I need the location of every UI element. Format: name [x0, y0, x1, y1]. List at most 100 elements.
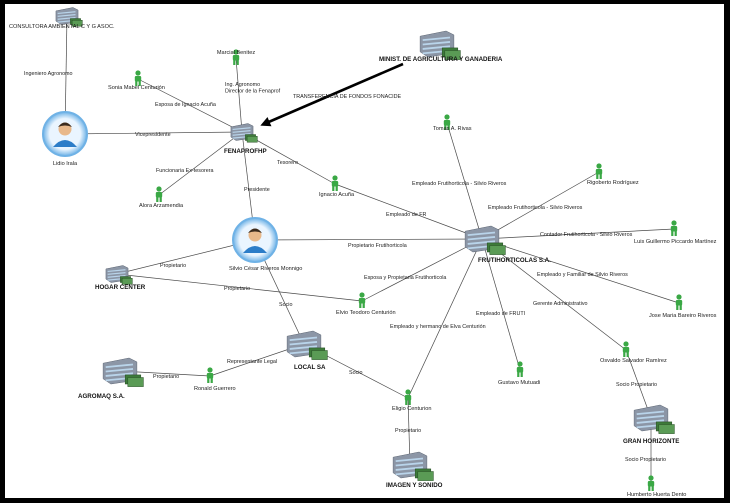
person-icon [516, 361, 524, 377]
node-sonia[interactable]: Sonia Mabel Centurión [108, 70, 165, 91]
node-frutihorticolas[interactable]: FRUTIHORTICOLAS S.A. [464, 225, 551, 264]
edge-label: Presidente [244, 187, 270, 193]
edge-line [481, 238, 680, 304]
person-icon [443, 114, 451, 130]
node-label: Lidio Irala [53, 161, 78, 167]
edge-label: Funcionaria Ex-tesorera [156, 168, 214, 174]
edge-line [481, 238, 627, 351]
money-icon [308, 347, 328, 360]
edge-line [407, 238, 483, 399]
edge-label: Empleado y hermano de Elva Centurión [390, 324, 486, 330]
person-icon [331, 175, 339, 191]
edge-line [158, 131, 243, 196]
edge-line [254, 238, 483, 241]
node-ignacio[interactable]: Ignacio Acuña [319, 175, 355, 198]
node-label: AGROMAQ S.A. [78, 393, 125, 400]
edge-hogar-elvio: Propietario [116, 273, 363, 302]
node-label: LOCAL SA [294, 364, 326, 371]
node-fenaprofhp[interactable]: FENAPROFHP [224, 123, 267, 156]
funding-arrow: TRANSFERENCIA DE FONDOS FONACIDE [260, 62, 404, 127]
edge-label: Gerente Administrativo [533, 301, 588, 307]
node-alora[interactable]: Alora Arzamendia [139, 186, 184, 209]
node-label: HOGAR CENTER [95, 284, 146, 291]
node-label: Osvaldo Salvador Ramírez [600, 358, 667, 364]
person-icon [595, 163, 603, 179]
node-label: Ignacio Acuña [319, 192, 355, 198]
node-elvio[interactable]: Elvio Teodoro Centurión [336, 292, 396, 316]
edge-line [481, 171, 600, 240]
avatar [42, 111, 88, 157]
edge-ignacio-frutihorticolas: Empleado de FR [334, 183, 483, 240]
node-jose[interactable]: Jose Maria Bareiro Riveros [649, 294, 717, 319]
node-consultora[interactable]: CONSULTORA AMBIENTAL C Y G ASOC. [9, 7, 115, 31]
edge-line [625, 349, 652, 419]
money-icon [655, 421, 675, 434]
node-silvio[interactable]: Silvio César Riveros Monnigo [229, 217, 302, 272]
edge-line [116, 239, 256, 275]
node-hogar[interactable]: HOGAR CENTER [95, 265, 146, 292]
funding-arrow-layer: TRANSFERENCIA DE FONDOS FONACIDE [260, 62, 404, 127]
node-imagen[interactable]: IMAGEN Y SONIDO [386, 451, 443, 489]
node-osvaldo[interactable]: Osvaldo Salvador Ramírez [600, 341, 667, 364]
node-label: Sonia Mabel Centurión [108, 85, 165, 91]
avatar [232, 217, 278, 263]
edge-label: Contador Frutihorticola - Silvio Riveros [540, 232, 633, 238]
node-label: GRAN HORIZONTE [623, 438, 679, 445]
node-agromaq[interactable]: AGROMAQ S.A. [78, 357, 144, 400]
edge-silvio-hogar: Propietario [116, 239, 256, 275]
node-label: Luis Guillermo Piccardo Martínez [634, 239, 717, 245]
edge-label: Propietario Frutihorticola [348, 243, 407, 249]
node-local[interactable]: LOCAL SA [286, 330, 328, 371]
edge-label: Esposa y Propietaria Frutihorticola [364, 275, 446, 281]
arrow-line [260, 62, 404, 127]
edge-label: Esposa de Ignacio Acuña [155, 102, 216, 108]
node-marcial[interactable]: Marcial Benitez [217, 49, 255, 65]
node-luis[interactable]: Luis Guillermo Piccardo Martínez [634, 220, 717, 245]
edge-elvio-frutihorticolas: Esposa y Propietaria Frutihorticola [361, 238, 483, 302]
edge-frutihorticolas-osvaldo: Gerente Administrativo [481, 238, 627, 351]
person-icon [404, 389, 412, 405]
money-icon [70, 18, 83, 27]
edge-label: Tesorero [277, 160, 298, 166]
person-icon [232, 49, 240, 65]
person-icon [675, 294, 683, 310]
node-label: MINIST. DE AGRICULTURA Y GANADERIA [379, 56, 503, 63]
edge-line [481, 228, 675, 240]
node-gran[interactable]: GRAN HORIZONTE [623, 404, 679, 445]
edge-osvaldo-gran: Socio Propietario [616, 349, 657, 419]
node-tomas[interactable]: Tomas A. Rivas [433, 114, 472, 132]
edge-label: Socio Propietario [616, 382, 657, 388]
node-ronald[interactable]: Ronald Guerrero [194, 367, 236, 392]
money-icon [441, 47, 461, 60]
node-label: IMAGEN Y SONIDO [386, 482, 443, 489]
node-label: Alora Arzamendia [139, 203, 184, 209]
edge-line [64, 131, 243, 135]
node-eligio[interactable]: Eligio Centurion [392, 389, 432, 412]
edge-label: Empleado de FR [386, 212, 427, 218]
money-icon [120, 276, 133, 285]
node-ministerio[interactable]: MINIST. DE AGRICULTURA Y GANADERIA [379, 30, 503, 63]
nodes-layer: CONSULTORA AMBIENTAL C Y G ASOC. Marcial … [9, 7, 717, 498]
edge-label: Empleado de FRUTI [476, 311, 525, 317]
arrow-label: TRANSFERENCIA DE FONDOS FONACIDE [293, 94, 402, 100]
edge-label: Propietario [160, 263, 186, 269]
edge-label: Socio [349, 370, 363, 376]
person-icon [206, 367, 214, 383]
node-humberto[interactable]: Humberto Huerta Dento [627, 475, 686, 498]
edge-line [235, 57, 243, 133]
edge-line [334, 183, 483, 240]
node-gustavo[interactable]: Gustavo Mutuadi [498, 361, 540, 386]
node-rigoberto[interactable]: Rigoberto Rodríguez [587, 163, 639, 186]
building-icon [633, 404, 669, 432]
node-lidio[interactable]: Lidio Irala [42, 111, 88, 167]
money-icon [245, 134, 258, 143]
edge-frutihorticolas-gustavo: Empleado de FRUTI [476, 238, 525, 371]
edge-luis-frutihorticolas: Contador Frutihorticola - Silvio Riveros [481, 228, 675, 240]
money-icon [486, 242, 506, 255]
node-label: FENAPROFHP [224, 148, 267, 155]
person-icon [155, 186, 163, 202]
node-label: Humberto Huerta Dento [627, 492, 686, 498]
